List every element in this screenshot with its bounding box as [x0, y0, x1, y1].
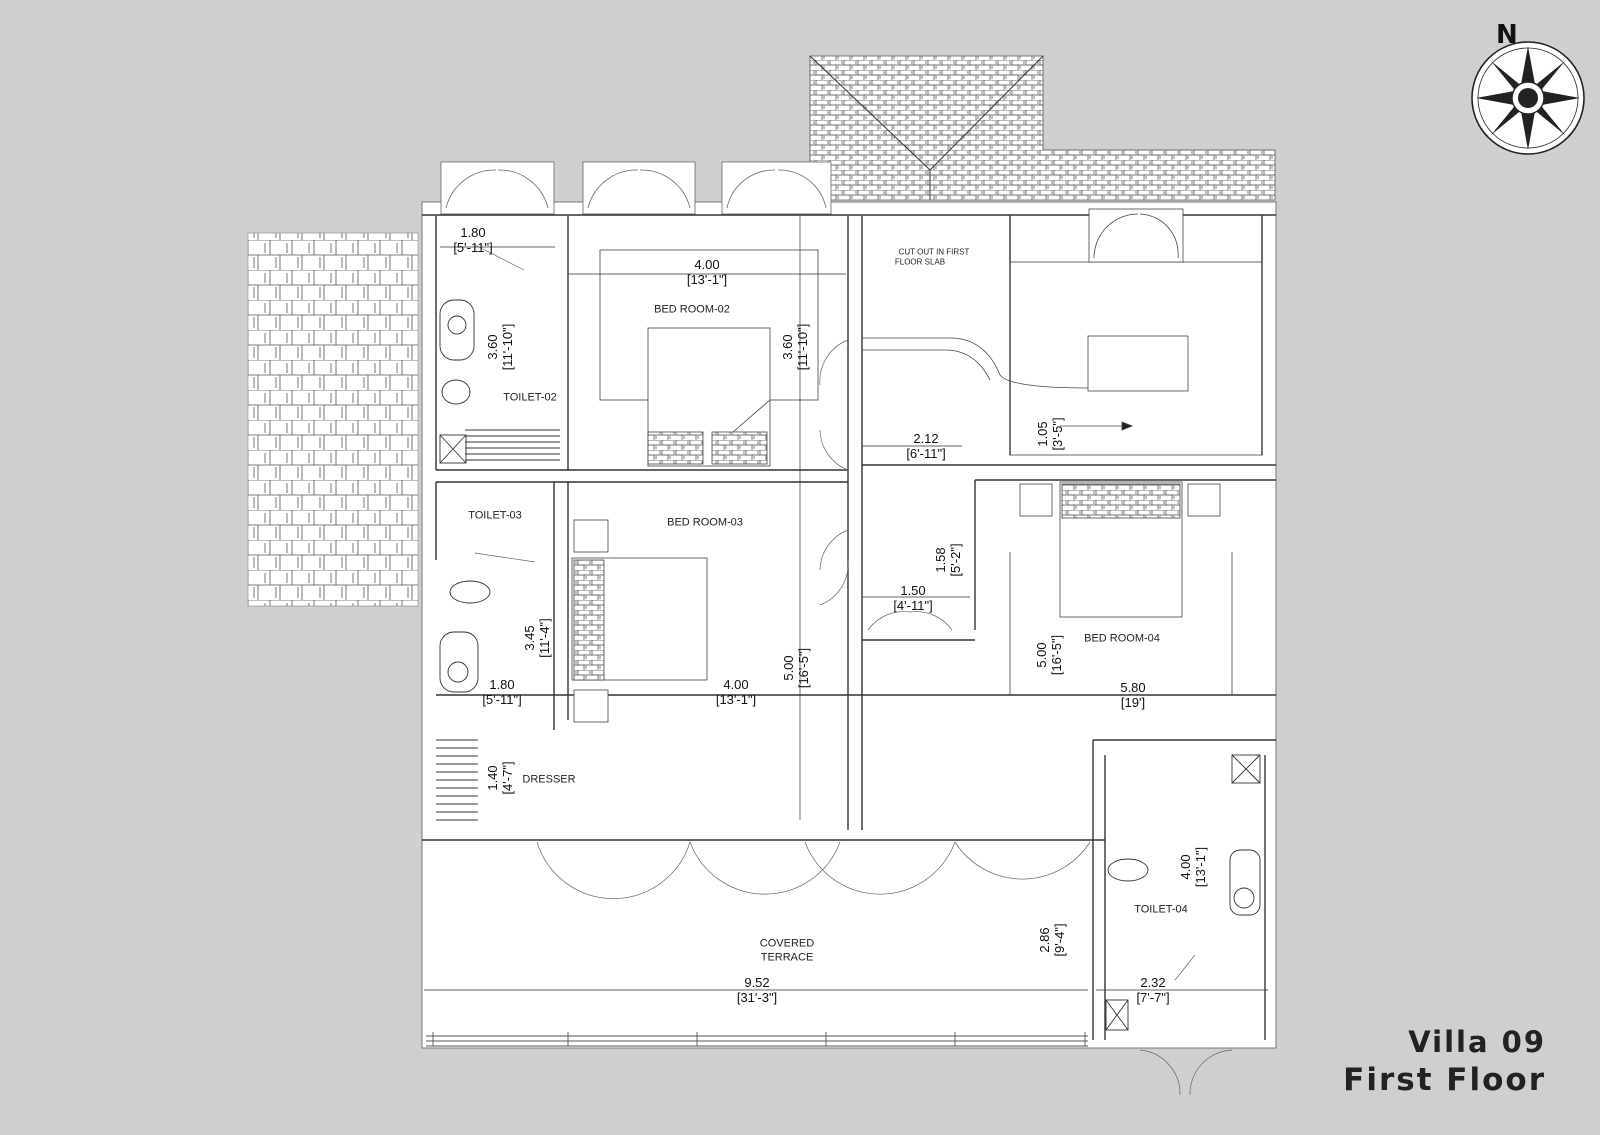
- room-label-terrace: TERRACE: [760, 951, 814, 964]
- terrace-railing: [426, 1032, 1088, 1047]
- drawing-subtitle: First Floor: [1343, 1062, 1546, 1098]
- dim-toilet-02-width: 1.80[5'-11"]: [453, 225, 493, 255]
- room-label-toilet-03: TOILET-03: [468, 509, 522, 522]
- door-swings: [474, 244, 1233, 1096]
- dim-bed-room-02-height: 3.60[11'-10"]: [780, 323, 810, 371]
- room-label-toilet-04: TOILET-04: [1134, 903, 1188, 916]
- note-cut-out-line-1: CUT OUT IN FIRST: [898, 247, 970, 257]
- dim-stair-height: 1.05[3'-5"]: [1035, 417, 1065, 451]
- north-balconies: [440, 161, 832, 215]
- dim-toilet-02-height: 3.60[11'-10"]: [485, 323, 515, 371]
- compass-north-label: N: [1496, 20, 1518, 50]
- dim-toilet-03-width: 1.80[5'-11"]: [482, 677, 522, 707]
- dim-toilet-03-height: 3.45[11'-4"]: [522, 618, 552, 658]
- note-cut-out-line-2: FLOOR SLAB: [894, 257, 946, 267]
- dim-passage-height: 1.58[5'-2"]: [933, 543, 963, 577]
- north-roof-tiles: [809, 55, 1276, 201]
- dim-bed-room-03-height: 5.00[16'-5"]: [781, 647, 811, 689]
- dim-toilet-04-height: 4.00[13'-1"]: [1178, 846, 1208, 888]
- compass-rose-icon: [1471, 41, 1585, 155]
- dim-lobby-width: 2.12[6'-11"]: [906, 431, 946, 461]
- drawing-title: Villa 09: [1408, 1025, 1546, 1059]
- left-roof-shingles: [247, 232, 419, 607]
- dim-passage-width: 1.50[4'-11"]: [893, 583, 933, 613]
- dim-dresser-height: 1.40[4'-7"]: [485, 761, 515, 795]
- steps: [436, 429, 560, 821]
- staircase: [862, 208, 1263, 456]
- room-label-dresser: DRESSER: [522, 773, 576, 786]
- room-label-bed-room-02: BED ROOM-02: [654, 303, 730, 316]
- dim-bed-room-02-width: 4.00[13'-1"]: [686, 257, 728, 287]
- room-label-bed-room-04: BED ROOM-04: [1084, 632, 1160, 645]
- room-label-covered: COVERED: [759, 937, 815, 950]
- dim-toilet-04-width: 2.32[7'-7"]: [1136, 975, 1170, 1005]
- furniture: [571, 249, 1233, 723]
- dimension-lines: [424, 216, 1268, 991]
- sanitary-fixtures: [439, 299, 1261, 1031]
- dim-bed-room-04-width: 5.80[19']: [1120, 680, 1146, 710]
- room-label-toilet-02: TOILET-02: [503, 391, 557, 404]
- floor-slab: [421, 201, 1277, 1049]
- dim-terrace-width: 9.52[31'-3"]: [736, 975, 778, 1005]
- room-label-bed-room-03: BED ROOM-03: [667, 516, 743, 529]
- dim-bed-room-04-height: 5.00[16'-5"]: [1034, 634, 1064, 676]
- dim-terrace-height: 2.86[9'-4"]: [1037, 923, 1067, 957]
- dim-bed-room-03-width: 4.00[13'-1"]: [715, 677, 757, 707]
